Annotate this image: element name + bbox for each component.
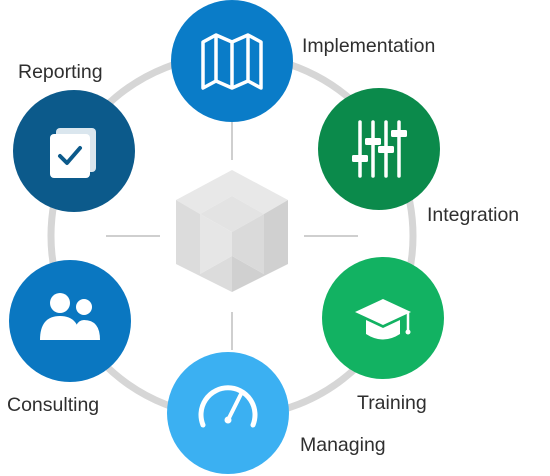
clipboard-check-icon [50, 128, 96, 178]
node-reporting: Reporting [13, 61, 135, 212]
label-reporting: Reporting [18, 61, 103, 83]
node-managing: Managing [167, 352, 386, 474]
label-managing: Managing [300, 434, 386, 456]
node-training: Training [322, 257, 444, 414]
label-integration: Integration [427, 204, 519, 226]
m-cube-logo-icon [176, 170, 288, 292]
center-connectors [106, 122, 358, 350]
label-implementation: Implementation [302, 35, 435, 57]
node-implementation: Implementation [171, 0, 435, 122]
node-circle-managing [167, 352, 289, 474]
label-consulting: Consulting [7, 394, 99, 416]
gauge-icon [198, 385, 258, 428]
users-icon [40, 293, 100, 340]
sliders-icon [352, 120, 407, 178]
graduation-cap-icon [355, 299, 411, 340]
label-training: Training [357, 392, 427, 414]
node-consulting: Consulting [7, 260, 131, 416]
map-icon [201, 33, 263, 90]
node-integration: Integration [318, 88, 519, 226]
